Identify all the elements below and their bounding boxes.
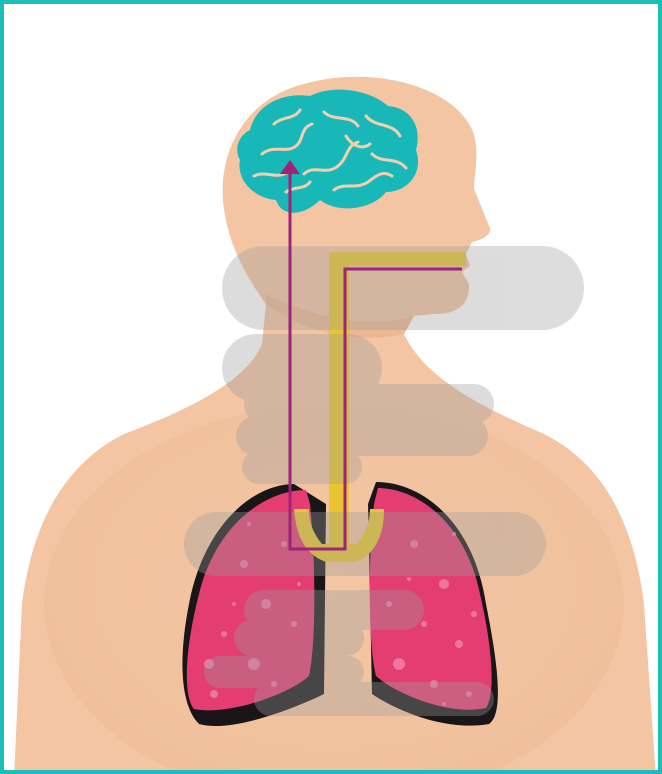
respiratory-brain-illustration: [4, 4, 662, 774]
